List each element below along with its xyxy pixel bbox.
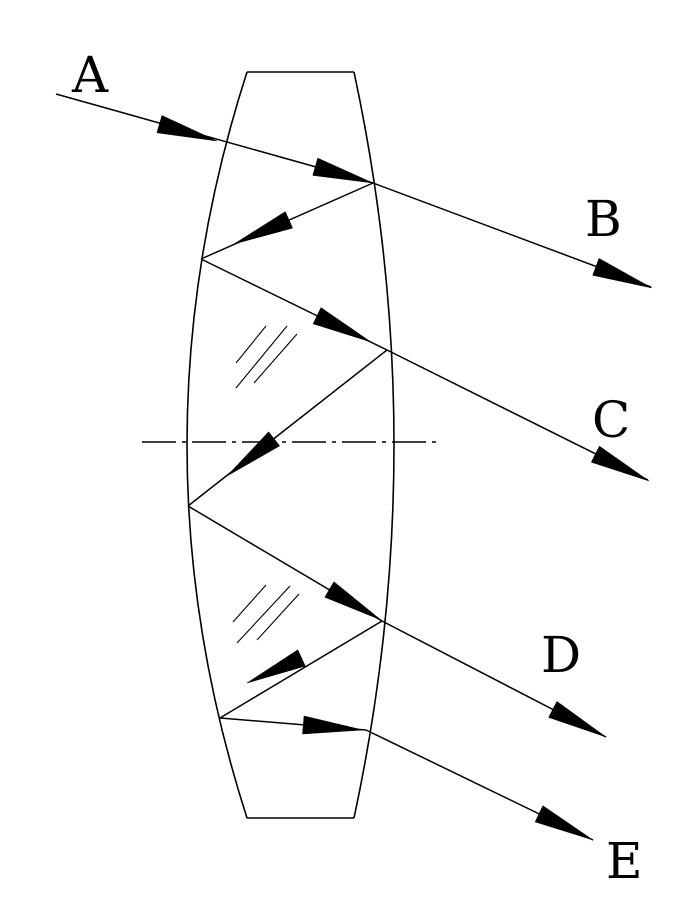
arrowhead xyxy=(233,211,293,245)
arrowhead xyxy=(592,258,653,289)
hatch-line xyxy=(236,585,291,644)
arrowhead xyxy=(156,115,218,142)
label-a: A xyxy=(71,46,109,104)
label-e: E xyxy=(606,832,643,890)
arrowhead xyxy=(548,701,607,738)
arrowhead xyxy=(324,581,382,621)
lens-left-surface xyxy=(186,71,248,819)
lens-right-surface xyxy=(353,71,395,819)
hatch-line xyxy=(232,584,267,623)
arrowhead xyxy=(590,445,650,482)
lens xyxy=(186,71,395,819)
hatch-line xyxy=(253,333,298,384)
arrowhead xyxy=(534,805,594,841)
arrowheads xyxy=(156,115,653,841)
label-b: B xyxy=(585,190,622,248)
glass-hatching-lower xyxy=(232,584,300,644)
hatch-line xyxy=(256,593,300,641)
arrowhead xyxy=(246,649,306,684)
glass-hatching-upper xyxy=(235,325,298,389)
hatch-line xyxy=(235,325,288,389)
arrowhead xyxy=(312,157,374,184)
reflected-ray-3 xyxy=(187,349,388,507)
arrowhead xyxy=(312,307,372,343)
arrowhead xyxy=(226,431,281,477)
hatch-line xyxy=(235,325,267,364)
reflected-ray-5 xyxy=(219,620,383,719)
label-d: D xyxy=(541,626,581,684)
arrowhead xyxy=(302,715,364,735)
label-c: C xyxy=(592,391,630,449)
